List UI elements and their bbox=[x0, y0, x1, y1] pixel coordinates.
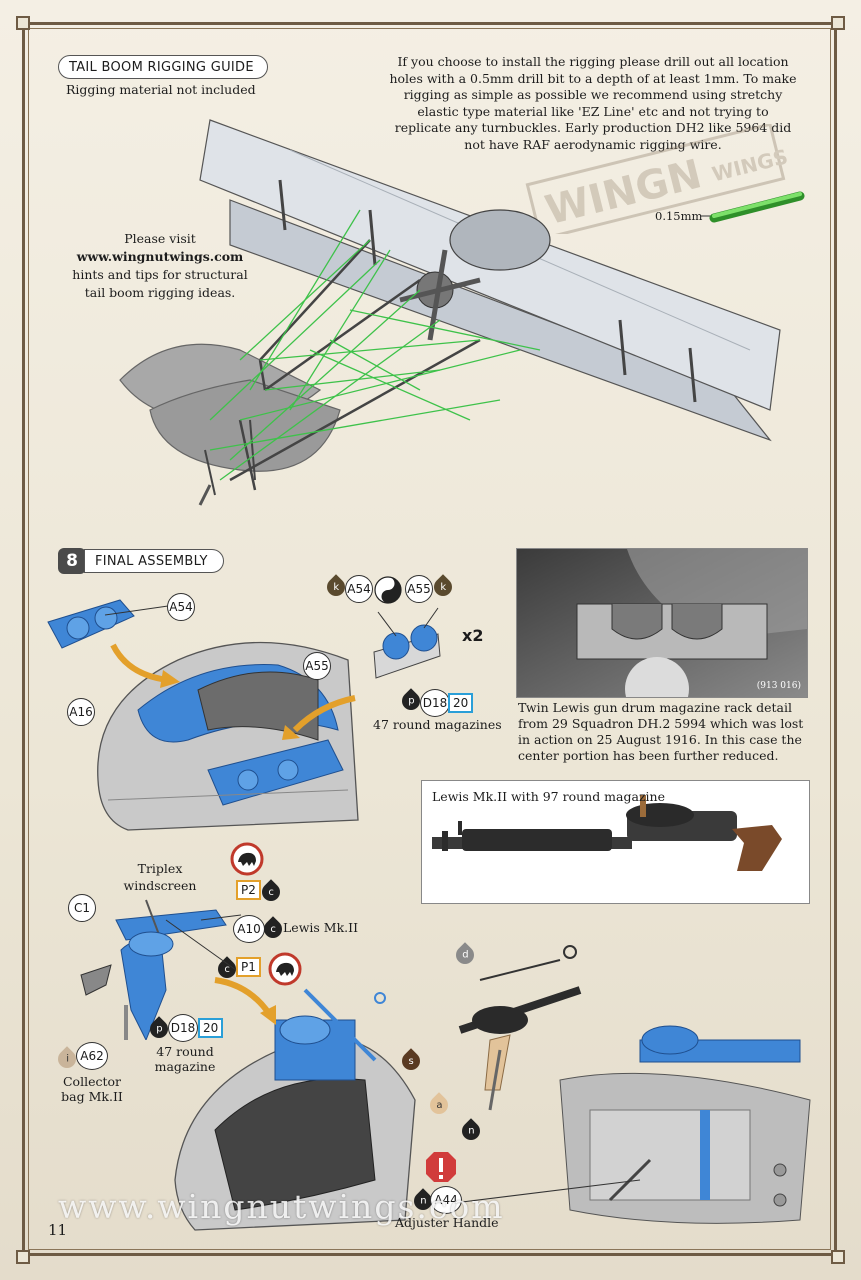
part-box-p1: P1 bbox=[236, 957, 261, 977]
part-badge-d18: D18 bbox=[420, 689, 450, 717]
rigging-wire-sample bbox=[700, 191, 805, 223]
part-badge-a55: A55 bbox=[303, 652, 331, 680]
website-link[interactable]: www.wingnutwings.com bbox=[76, 249, 244, 264]
page-number: 11 bbox=[48, 1221, 68, 1239]
yin-yang-icon bbox=[374, 576, 402, 604]
nacelle bbox=[449, 209, 551, 271]
final-assembly-header: FINAL ASSEMBLY bbox=[84, 549, 224, 573]
warning-icon bbox=[426, 1152, 456, 1182]
magazine-rack-illustration bbox=[373, 607, 441, 679]
lewis-gun-detail-illustration bbox=[458, 945, 582, 1111]
rigging-guide-title: TAIL BOOM RIGGING GUIDE bbox=[69, 59, 254, 75]
page-border bbox=[22, 22, 837, 1256]
gun-mount-illustration bbox=[80, 899, 242, 1040]
airplane-rigging-illustration bbox=[119, 119, 781, 506]
step-number: 8 bbox=[58, 548, 86, 574]
border-corner bbox=[831, 1250, 845, 1264]
part-badge-a54: A54 bbox=[345, 575, 373, 603]
part-badge-a54: A54 bbox=[167, 593, 195, 621]
adjuster-handle-label: Adjuster Handle bbox=[395, 1215, 499, 1230]
part-badge-a10: A10 bbox=[233, 915, 265, 943]
tail-boom bbox=[264, 278, 421, 392]
wire-size-label: 0.15mm bbox=[655, 209, 703, 223]
rigging-guide-header: TAIL BOOM RIGGING GUIDE bbox=[58, 55, 268, 79]
nacelle-cutaway-illustration bbox=[559, 1025, 811, 1224]
part-badge-c1: C1 bbox=[68, 894, 96, 922]
magazine-label: 47 round magazine bbox=[154, 1044, 216, 1074]
visit-line: hints and tips for structural bbox=[72, 267, 248, 282]
part-badge-d18: D18 bbox=[168, 1014, 198, 1042]
arrow-illustration bbox=[214, 977, 276, 1025]
elephant-icon bbox=[230, 842, 264, 876]
photo2-caption: Lewis Mk.II with 97 round magazine bbox=[432, 789, 665, 804]
border-corner bbox=[16, 16, 30, 30]
magazine-label: 47 round magazines bbox=[373, 717, 502, 732]
tail-boom bbox=[259, 239, 371, 361]
part-badge-a55: A55 bbox=[405, 575, 433, 603]
part-badge-a44: A44 bbox=[430, 1186, 462, 1214]
visit-line: Please visit bbox=[124, 231, 196, 246]
arrow-illustration bbox=[110, 643, 180, 688]
collector-bag-label: Collector bag Mk.II bbox=[61, 1074, 123, 1104]
lewis-gun-image bbox=[432, 795, 782, 871]
part-badge-a62: A62 bbox=[76, 1042, 108, 1070]
decal-box-20: 20 bbox=[448, 693, 474, 713]
final-assembly-title: FINAL ASSEMBLY bbox=[95, 553, 208, 569]
historic-photo-magazine-rack: (913 016) bbox=[516, 548, 808, 698]
watermark-url: www.wingnutwings.com bbox=[58, 1187, 505, 1226]
wingnut-wings-logo: WINGN WINGS bbox=[525, 124, 790, 234]
page-border-inner bbox=[28, 28, 831, 1250]
visit-line: tail boom rigging ideas. bbox=[84, 285, 236, 300]
rigging-subheader: Rigging material not included bbox=[66, 82, 256, 97]
photo1-caption: Twin Lewis gun drum magazine rack detail… bbox=[518, 700, 804, 763]
border-corner bbox=[831, 16, 845, 30]
visit-website-note: Please visit www.wingnutwings.com hints … bbox=[70, 230, 250, 302]
part-box-p2: P2 bbox=[236, 880, 261, 900]
lewis-mk2-label: Lewis Mk.II bbox=[283, 920, 359, 935]
triplex-windscreen-label: Triplex windscreen bbox=[123, 861, 197, 893]
rigging-wires bbox=[209, 209, 541, 481]
elephant-icon bbox=[268, 952, 302, 986]
arrow-illustration bbox=[282, 695, 356, 740]
lewis-gun-photo: Lewis Mk.II with 97 round magazine bbox=[421, 780, 810, 904]
photo-reference: (913 016) bbox=[756, 681, 801, 691]
tail-boom bbox=[229, 338, 481, 482]
border-corner bbox=[16, 1250, 30, 1264]
tail-rudder bbox=[149, 379, 341, 472]
part-a54-illustration bbox=[47, 599, 135, 649]
decal-box-20: 20 bbox=[198, 1018, 224, 1038]
part-badge-a16: A16 bbox=[67, 698, 95, 726]
quantity-x2: x2 bbox=[462, 626, 484, 645]
nacelle-cockpit-illustration bbox=[97, 641, 359, 831]
cockpit-installed-illustration bbox=[174, 988, 416, 1231]
rigging-instructions: If you choose to install the rigging ple… bbox=[389, 54, 797, 152]
